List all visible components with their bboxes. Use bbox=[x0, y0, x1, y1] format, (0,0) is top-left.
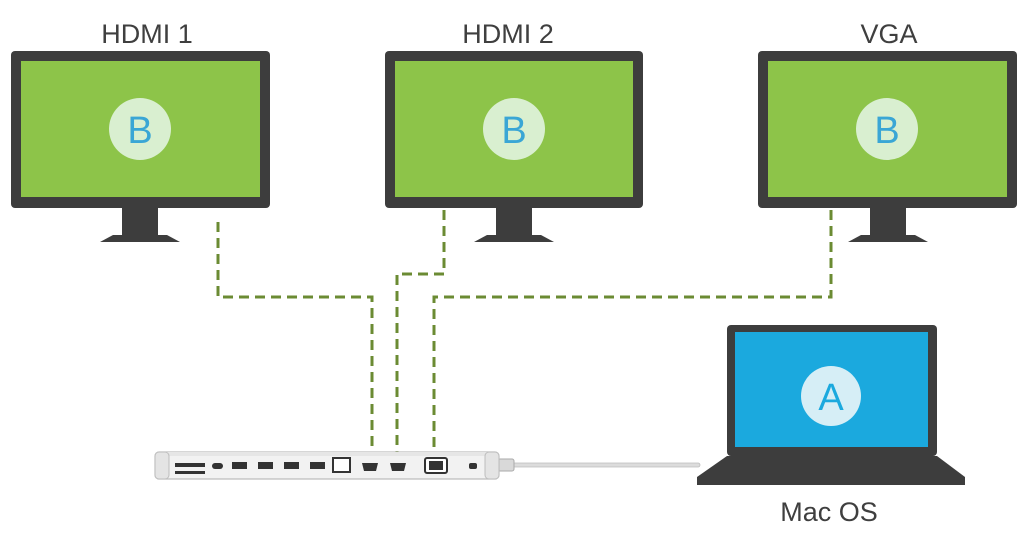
monitor-neck bbox=[496, 208, 532, 235]
monitor-label: HDMI 1 bbox=[101, 19, 193, 49]
hdmi1-cable bbox=[216, 222, 374, 452]
usb-a-port-2 bbox=[258, 462, 273, 469]
docking-station bbox=[154, 451, 701, 480]
usb-a-port-1 bbox=[232, 462, 247, 469]
badge-circle bbox=[483, 98, 545, 160]
monitor-vga: VGA B bbox=[758, 19, 1017, 242]
hdmi2-cable bbox=[395, 210, 446, 452]
laptop-base bbox=[697, 456, 965, 485]
hdmi-port-2 bbox=[390, 463, 406, 471]
microsd-slot bbox=[175, 471, 205, 474]
monitor-base bbox=[474, 235, 554, 242]
laptop: A Mac OS bbox=[697, 325, 965, 527]
dock-end-right bbox=[484, 451, 500, 480]
vga-cable bbox=[432, 210, 833, 452]
vga-port-inner bbox=[429, 461, 443, 470]
dock-end-left bbox=[154, 451, 170, 480]
ethernet-port bbox=[332, 457, 351, 473]
badge-letter: A bbox=[818, 377, 844, 419]
monitor-base bbox=[848, 235, 928, 242]
monitor-neck bbox=[870, 208, 906, 235]
badge-letter: B bbox=[127, 110, 152, 152]
sd-card-slot bbox=[175, 463, 205, 467]
monitor-base bbox=[100, 235, 180, 242]
monitor-hdmi2: HDMI 2 B bbox=[385, 19, 643, 242]
badge-circle bbox=[801, 366, 861, 426]
usb-c-port bbox=[212, 463, 223, 469]
badge-circle bbox=[856, 98, 918, 160]
dock-cable bbox=[499, 462, 701, 468]
connection-lines bbox=[216, 210, 833, 452]
badge-letter: B bbox=[501, 110, 526, 152]
monitor-label: HDMI 2 bbox=[462, 19, 554, 49]
dock-top-edge bbox=[160, 452, 494, 456]
badge-letter: B bbox=[874, 110, 899, 152]
dock-connector bbox=[497, 458, 515, 472]
laptop-label: Mac OS bbox=[780, 497, 878, 527]
usb-a-port-3 bbox=[284, 462, 299, 469]
monitor-label: VGA bbox=[860, 19, 917, 49]
audio-port bbox=[469, 463, 477, 469]
hdmi-port-1 bbox=[362, 463, 378, 471]
monitor-hdmi1: HDMI 1 B bbox=[11, 19, 270, 242]
monitor-neck bbox=[122, 208, 158, 235]
usb-a-port-4 bbox=[310, 462, 325, 469]
badge-circle bbox=[109, 98, 171, 160]
